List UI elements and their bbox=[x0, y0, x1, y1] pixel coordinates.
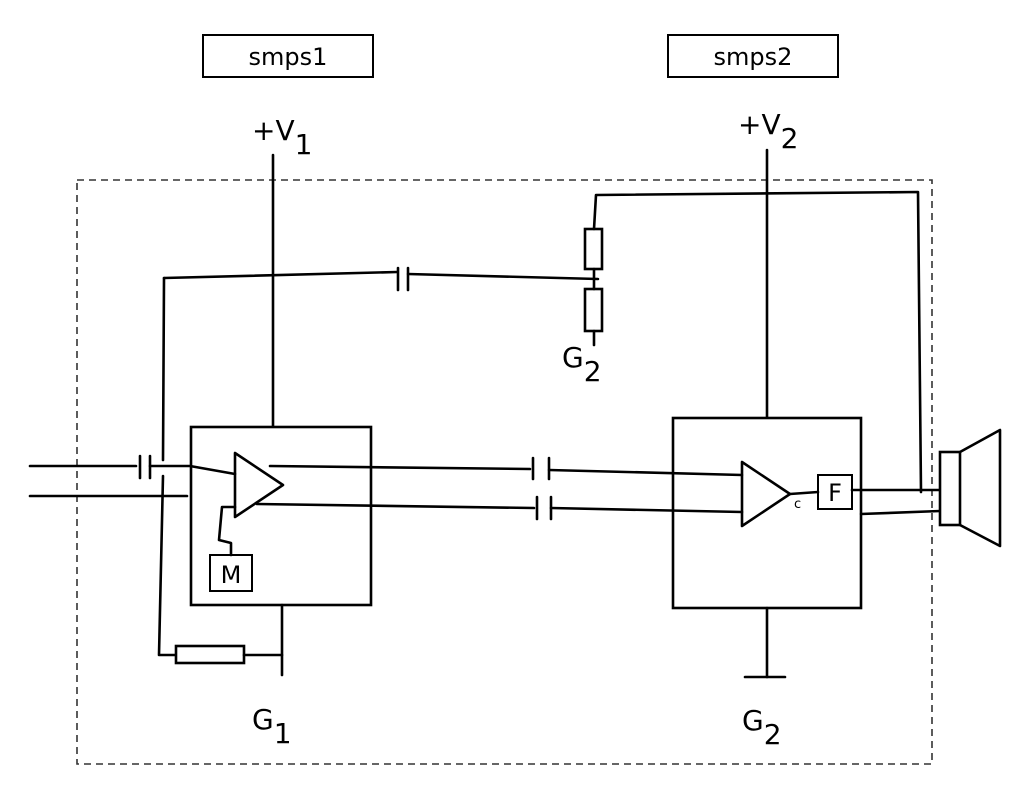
f-block: F bbox=[817, 474, 853, 510]
g2-mid-sub: 2 bbox=[584, 355, 602, 388]
g1-sub: 1 bbox=[274, 717, 292, 750]
g1-label: G1 bbox=[252, 703, 292, 750]
feedback-top-wire-right bbox=[406, 272, 600, 281]
g2-label: G2 bbox=[742, 704, 782, 751]
amp2-triangle bbox=[740, 460, 792, 528]
g2-mid-main: G bbox=[562, 341, 584, 374]
v1-main: +V bbox=[252, 114, 295, 147]
g2-sub: 2 bbox=[764, 718, 782, 751]
divider-resistor-bottom bbox=[583, 287, 604, 333]
speaker-feedback-wire bbox=[592, 190, 923, 494]
ground-resistor bbox=[174, 644, 246, 665]
input-to-amp1-wire bbox=[148, 464, 237, 476]
feedback-left-vertical bbox=[161, 276, 166, 462]
m-to-amp1-wire bbox=[217, 505, 237, 557]
v2-sub: 2 bbox=[781, 122, 799, 155]
amp2-in-top-wire bbox=[547, 468, 744, 477]
g1-main: G bbox=[252, 703, 274, 736]
c-label: c bbox=[794, 497, 801, 512]
amp2-in-bottom-wire bbox=[549, 506, 744, 514]
divider-resistor-top bbox=[583, 227, 604, 271]
feedback-top-wire-left bbox=[162, 270, 399, 280]
amp1-triangle bbox=[233, 451, 285, 519]
m-label: M bbox=[221, 561, 242, 589]
v1-sub: 1 bbox=[295, 128, 313, 161]
feedback-left-lower bbox=[157, 474, 178, 657]
smps1-box: smps1 bbox=[202, 34, 374, 78]
amp2-to-f-wire bbox=[788, 490, 820, 496]
smps2-box: smps2 bbox=[667, 34, 839, 78]
g2-mid-label: G2 bbox=[562, 341, 602, 388]
speaker-icon bbox=[938, 428, 1002, 548]
v2-label: +V2 bbox=[738, 108, 798, 155]
f-label: F bbox=[828, 479, 842, 507]
smps2-label: smps2 bbox=[714, 43, 793, 71]
f-to-speaker-bottom bbox=[859, 509, 942, 516]
g2-main: G bbox=[742, 704, 764, 737]
amp2-block bbox=[671, 416, 863, 610]
smps1-label: smps1 bbox=[249, 43, 328, 71]
m-block: M bbox=[209, 554, 253, 592]
v2-main: +V bbox=[738, 108, 781, 141]
amp1-out-bottom-wire bbox=[255, 502, 536, 510]
amp1-out-top-wire bbox=[268, 464, 532, 471]
enclosure-outline bbox=[76, 179, 933, 765]
v1-label: +V1 bbox=[252, 114, 312, 161]
